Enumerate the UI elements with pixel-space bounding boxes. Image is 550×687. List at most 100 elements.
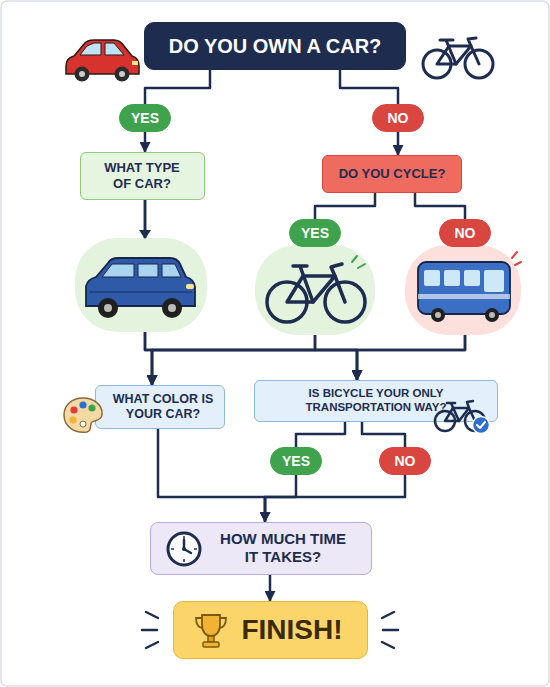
palette-icon-part [88,404,95,411]
car-picture-part [86,258,195,306]
bus-picture-part [444,270,460,286]
question-box: WHAT COLOR IS YOUR CAR? [95,385,225,429]
node-text: NO [388,110,409,127]
palette-icon-part [69,416,76,423]
bus-picture-part [424,270,440,286]
bus-picture-part-part [515,262,521,265]
bus-picture-part [464,270,480,286]
yes-pill: YES [119,104,171,132]
car-picture [75,230,207,332]
red-car-icon-part [79,71,85,77]
question-box: DO YOU CYCLE? [322,155,462,193]
red-car-icon-part [132,61,138,65]
node-text: FINISH! [241,613,342,647]
clock-icon-part [168,533,200,565]
clock-icon-part-part [183,536,185,539]
bicycle-picture-part [352,256,365,268]
clock-icon-part-part [194,548,197,550]
bus-picture-part [405,245,521,335]
car-picture-part [75,238,207,332]
bicycle-picture-part-part [358,264,365,268]
trophy-icon-part [208,636,214,642]
finish-sparks-part [382,642,394,648]
bicycle-picture-part-part [331,264,345,302]
flow-connector [265,475,405,522]
car-picture-part [162,264,181,277]
node-text: NO [455,225,476,242]
clock-icon-part [182,547,186,551]
bicycle-icon-part [440,40,456,64]
red-car-icon [66,40,139,82]
node-text: DO YOU OWN A CAR? [169,34,382,58]
trophy-icon-part [196,618,226,628]
node-text: YES [282,453,310,470]
bicycle-icon-part [468,38,479,64]
question-box: DO YOU OWN A CAR? [144,22,406,70]
bus-picture-part [435,312,441,318]
red-car-icon-part [115,67,130,82]
car-picture-part [138,264,158,277]
finish-sparks-part [146,612,158,618]
no-pill: NO [372,104,424,132]
node-text: WHAT TYPE OF CAR? [99,160,186,191]
finish-sparks-part [382,612,394,618]
yes-pill: YES [270,447,322,475]
clock-icon-part [171,536,197,562]
bus-picture-part [418,262,510,314]
car-picture-part [104,304,112,312]
node-text: DO YOU CYCLE? [339,166,446,182]
bicycle-picture-part [267,264,365,322]
car-picture-part [102,264,134,277]
trophy-icon-part [203,642,219,647]
bike-check-icon-part-part [447,401,475,421]
bike-check-icon-part [473,417,490,434]
car-picture-part [98,298,118,318]
no-pill: NO [379,447,431,475]
flow-connector [296,422,345,447]
yes-pill: YES [289,219,341,247]
no-pill: NO [439,219,491,247]
bus-picture-part [485,308,499,322]
car-picture-part [162,298,182,318]
palette-icon-part [79,401,86,408]
flow-connector [158,429,265,522]
clock-icon-part-part [171,548,174,550]
finish-sparks-part [383,629,398,632]
bicycle-picture-part-part [293,266,313,302]
finish-sparks-part [142,629,157,632]
finish-box: FINISH! [173,601,368,659]
bus-picture-part [484,270,504,292]
red-car-icon-part [80,43,101,55]
node-text: HOW MUCH TIME IT TAKES? [216,530,351,566]
bus-picture-part [512,252,521,265]
palette-icon-part [70,406,77,413]
bicycle-picture-part [255,245,375,335]
question-box: HOW MUCH TIME IT TAKES? [150,522,372,575]
flow-connector [315,193,375,219]
car-picture-part [168,304,176,312]
node-text: IS BICYCLE YOUR ONLY TRANSPORTATION WAY? [265,387,487,415]
trophy-icon [192,612,230,650]
red-car-icon-part [119,71,125,77]
bicycle-picture-part-part [352,256,357,262]
bus-picture-part [418,294,510,299]
node-text: WHAT COLOR IS YOUR CAR? [110,392,216,422]
bus-picture-part [431,308,445,322]
bus-picture [405,237,521,335]
car-picture-part [186,284,194,289]
clock-icon-part-part [183,559,185,562]
finish-sparks-part [146,642,158,648]
node-text: YES [131,110,159,127]
flow-connector [397,132,400,155]
bus-picture-part [489,312,495,318]
trophy-icon-part [202,615,220,636]
node-text: NO [395,453,416,470]
clock-icon-part [184,540,191,553]
flow-connector [145,70,210,104]
node-text: YES [301,225,329,242]
bike-check-icon-part [477,422,485,428]
